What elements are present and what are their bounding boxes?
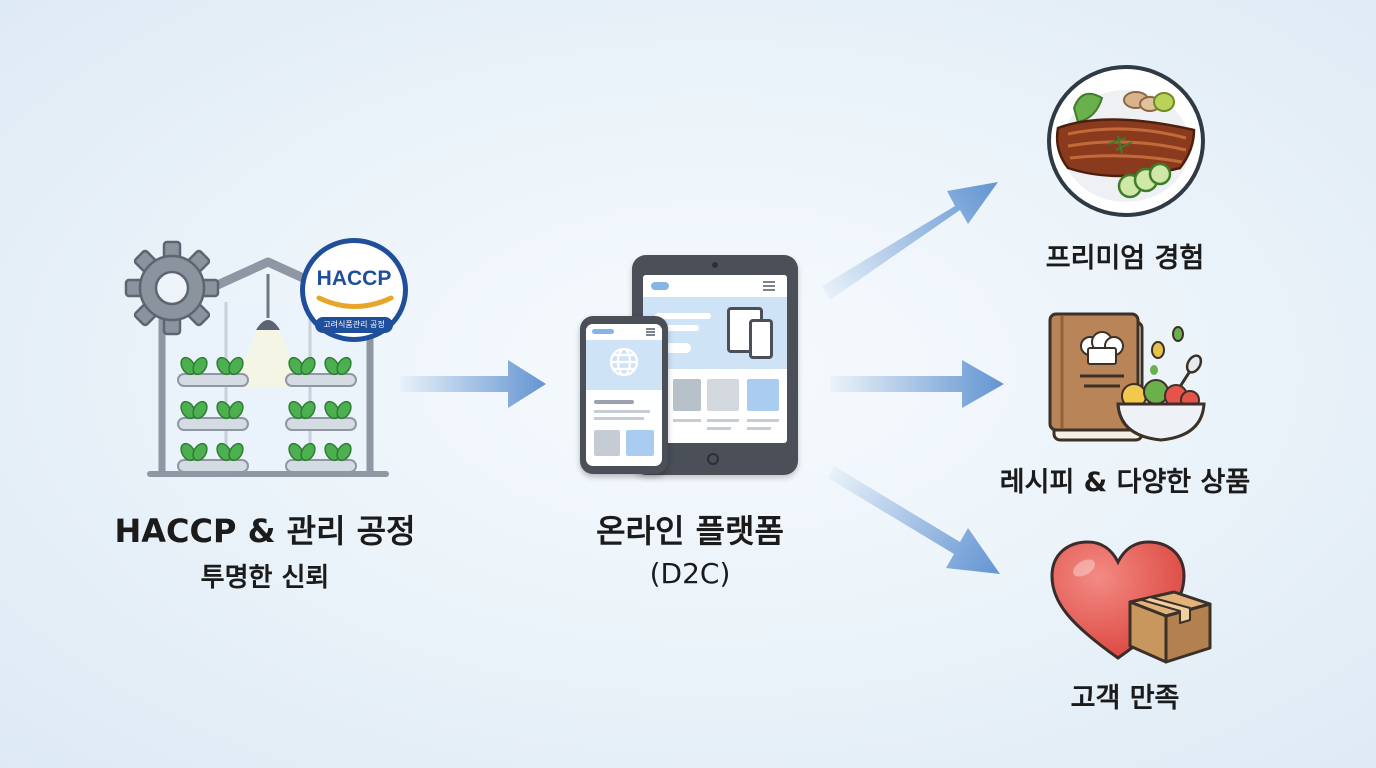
gear-icon: [124, 240, 220, 336]
phone-card-1: [594, 430, 620, 456]
tablet-card-3: [747, 379, 779, 411]
tablet-mini-phone-icon: [749, 319, 773, 359]
tablet-card-2: [707, 379, 739, 411]
phone-hero-banner: [586, 340, 662, 390]
outcome-label-satisfaction: 고객 만족: [1070, 683, 1180, 714]
phone-screen: [586, 324, 662, 466]
haccp-badge-text: HACCP: [316, 267, 392, 290]
arrow-to-satisfaction: [828, 466, 1000, 574]
package-box-icon: [1128, 590, 1212, 664]
phone-menu-icon: [646, 328, 655, 330]
platform-subtitle: (D2C): [649, 557, 731, 590]
haccp-badge: HACCP 고려식품관리 공정: [300, 238, 408, 342]
phone-card-2: [626, 430, 654, 456]
arrow-to-platform: [400, 360, 546, 408]
haccp-badge-subtext: 고려식품관리 공정: [315, 317, 393, 333]
haccp-badge-swoosh: [316, 295, 394, 309]
salad-bowl-icon: [1116, 326, 1206, 442]
globe-icon: [609, 347, 639, 377]
platform-title: 온라인 플랫폼: [596, 512, 784, 550]
arrow-to-premium: [822, 182, 998, 300]
source-subtitle: 투명한 신뢰: [200, 563, 330, 593]
premium-eel-plate-icon: [1047, 65, 1205, 217]
outcome-label-recipes: 레시피 & 다양한 상품: [999, 467, 1251, 498]
menu-icon: [763, 281, 775, 283]
arrow-to-recipes: [830, 360, 1004, 408]
tablet-card-1: [673, 379, 701, 411]
source-title: HACCP & 관리 공정: [114, 512, 416, 550]
tablet-camera: [712, 262, 718, 268]
tablet-home-button: [707, 453, 719, 465]
chef-hat-icon: [1080, 331, 1124, 365]
phone-device: [580, 316, 668, 474]
outcome-label-premium: 프리미엄 경험: [1045, 243, 1205, 274]
